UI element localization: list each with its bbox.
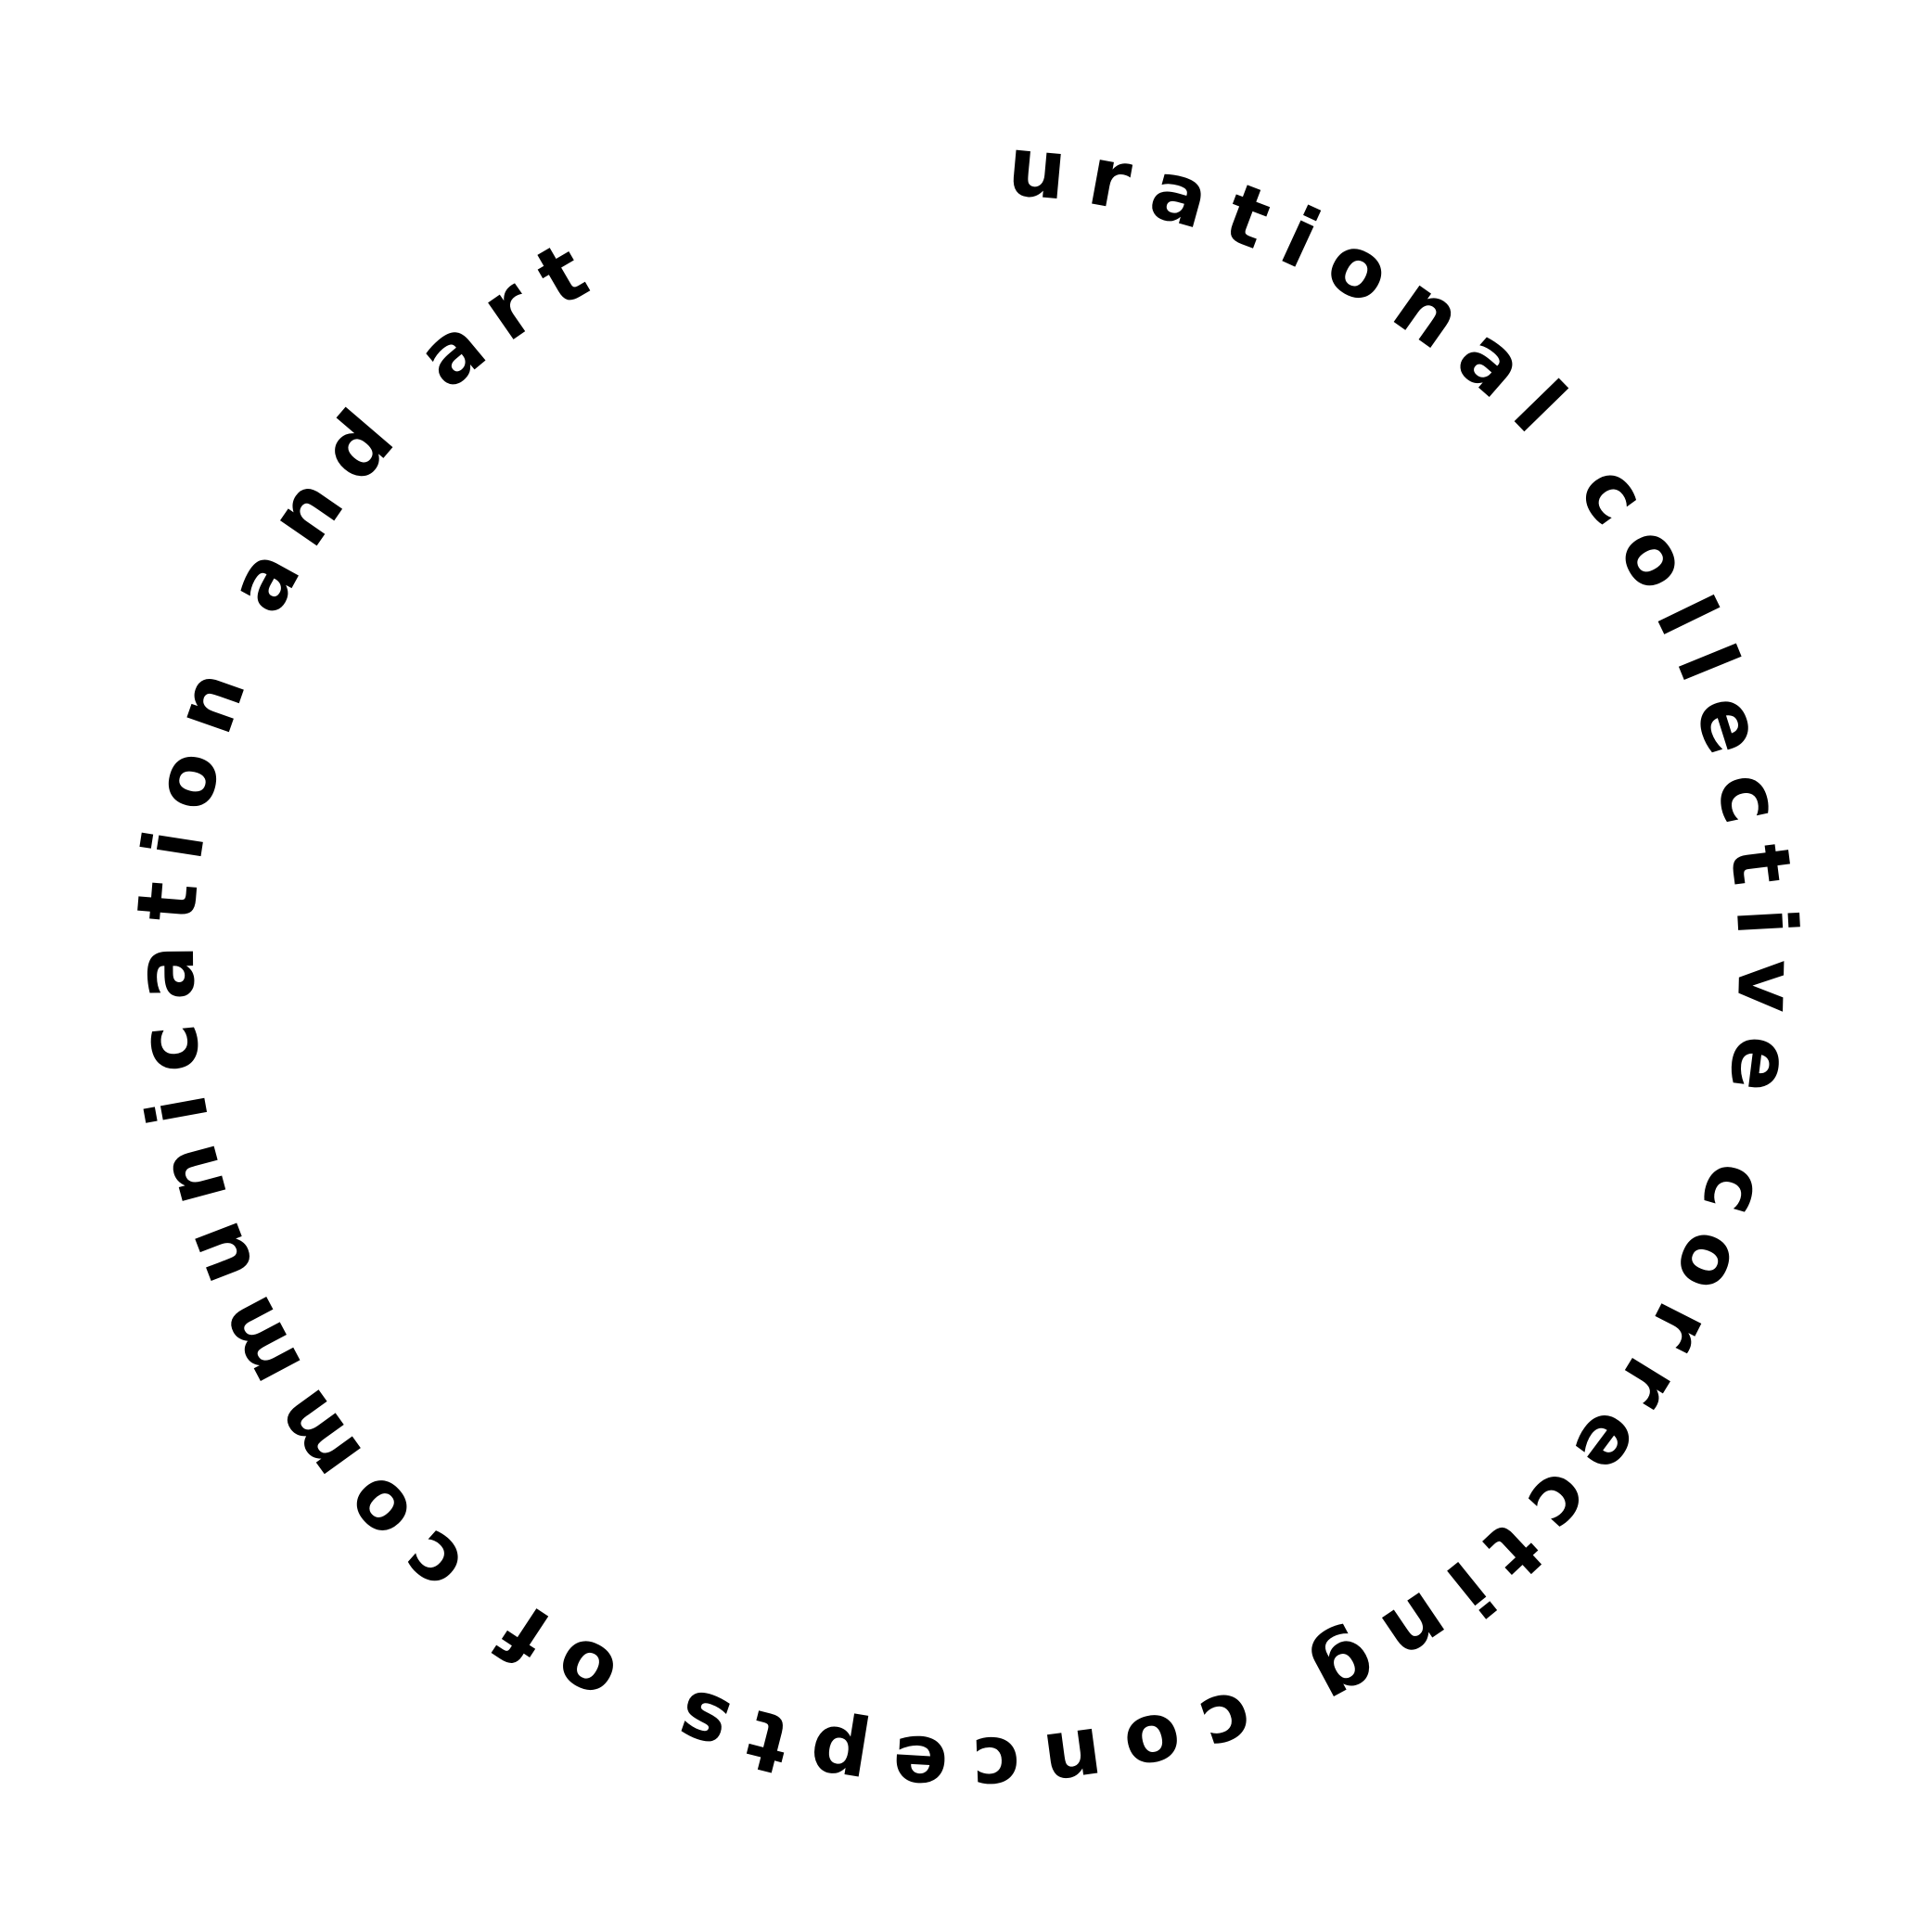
ring-text-path: curational collective correcting concept… <box>0 0 1813 1815</box>
ring-text: curational collective correcting concept… <box>0 0 1813 1815</box>
